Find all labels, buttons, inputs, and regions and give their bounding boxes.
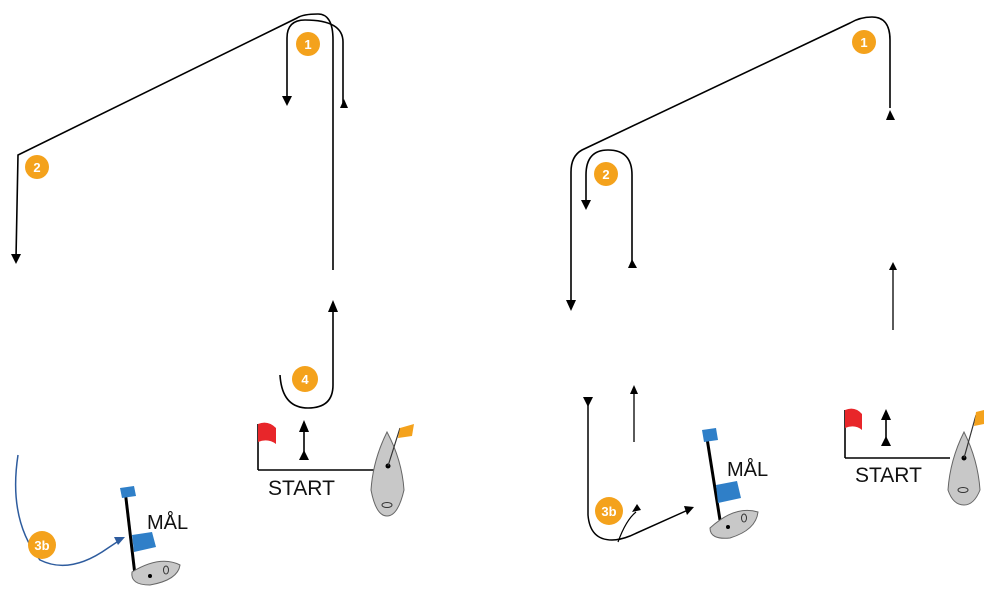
svg-text:1: 1 — [304, 37, 311, 52]
left-orange-flag — [398, 424, 414, 438]
left-up-arrow-1 — [340, 99, 348, 108]
right-finish-arrow — [684, 506, 694, 515]
right-upwind-arrow — [889, 262, 897, 270]
left-blue-flag-top — [120, 486, 136, 498]
left-mark-3b: 3b — [28, 531, 56, 559]
right-mark-2: 2 — [594, 162, 618, 186]
svg-text:3b: 3b — [601, 504, 616, 519]
svg-text:2: 2 — [33, 160, 40, 175]
right-start-up-arrow — [881, 409, 891, 420]
right-mark-1: 1 — [852, 30, 876, 54]
left-mark-2: 2 — [25, 155, 49, 179]
right-orange-flag — [974, 410, 984, 426]
left-course-diagram: 1 2 4 START — [11, 13, 414, 586]
left-mark4-loop — [279, 308, 334, 409]
right-red-flag — [845, 408, 862, 430]
left-start-area: START — [257, 420, 385, 500]
left-finish-arrow — [114, 537, 125, 545]
svg-text:3b: 3b — [34, 538, 49, 553]
right-course-diagram: 1 2 START — [566, 16, 984, 543]
left-up-marker-small — [299, 450, 309, 460]
left-up-arrow-4 — [328, 300, 338, 312]
left-mark-1: 1 — [296, 32, 320, 56]
right-down-arrow-3b — [583, 397, 593, 407]
right-mark2-inner-line — [585, 149, 633, 263]
svg-text:2: 2 — [602, 167, 609, 182]
left-mark1-inner-line — [286, 19, 344, 108]
right-course-outer-line — [570, 16, 891, 303]
right-blue-flag-top — [702, 428, 718, 442]
left-start-label: START — [268, 477, 335, 500]
left-blue-flag-mid — [132, 532, 156, 552]
right-mark3b-uturn — [587, 402, 689, 541]
left-finish-label: MÅL — [147, 511, 188, 534]
svg-text:1: 1 — [860, 35, 867, 50]
left-finish-approach-line — [14, 454, 121, 567]
left-start-up-arrow — [299, 420, 309, 432]
right-mark-3b: 3b — [595, 497, 623, 525]
right-down-arrow-2 — [566, 300, 576, 311]
left-down-arrow-1 — [282, 96, 292, 106]
svg-text:4: 4 — [301, 372, 309, 387]
right-finish-boat: MÅL — [702, 428, 768, 539]
left-red-flag — [258, 422, 276, 444]
right-blue-flag-mid — [716, 481, 741, 503]
left-finish-boat: MÅL — [120, 486, 188, 586]
right-start-area: START — [844, 408, 950, 487]
right-committee-boat — [947, 410, 984, 506]
right-start-label: START — [855, 464, 922, 487]
right-down-arrow-inner — [581, 200, 591, 210]
right-small-rounding-arrow — [617, 511, 637, 543]
right-up-marker-small — [881, 436, 891, 446]
left-committee-boat — [370, 424, 414, 517]
left-down-arrow-2 — [11, 254, 21, 264]
left-mark-4: 4 — [292, 366, 318, 392]
right-gate-arrow — [630, 385, 638, 394]
right-up-arrow-1 — [886, 110, 895, 120]
right-finish-label: MÅL — [727, 458, 768, 481]
right-up-arrow-inner — [628, 259, 637, 268]
left-course-outer-line — [15, 13, 334, 270]
